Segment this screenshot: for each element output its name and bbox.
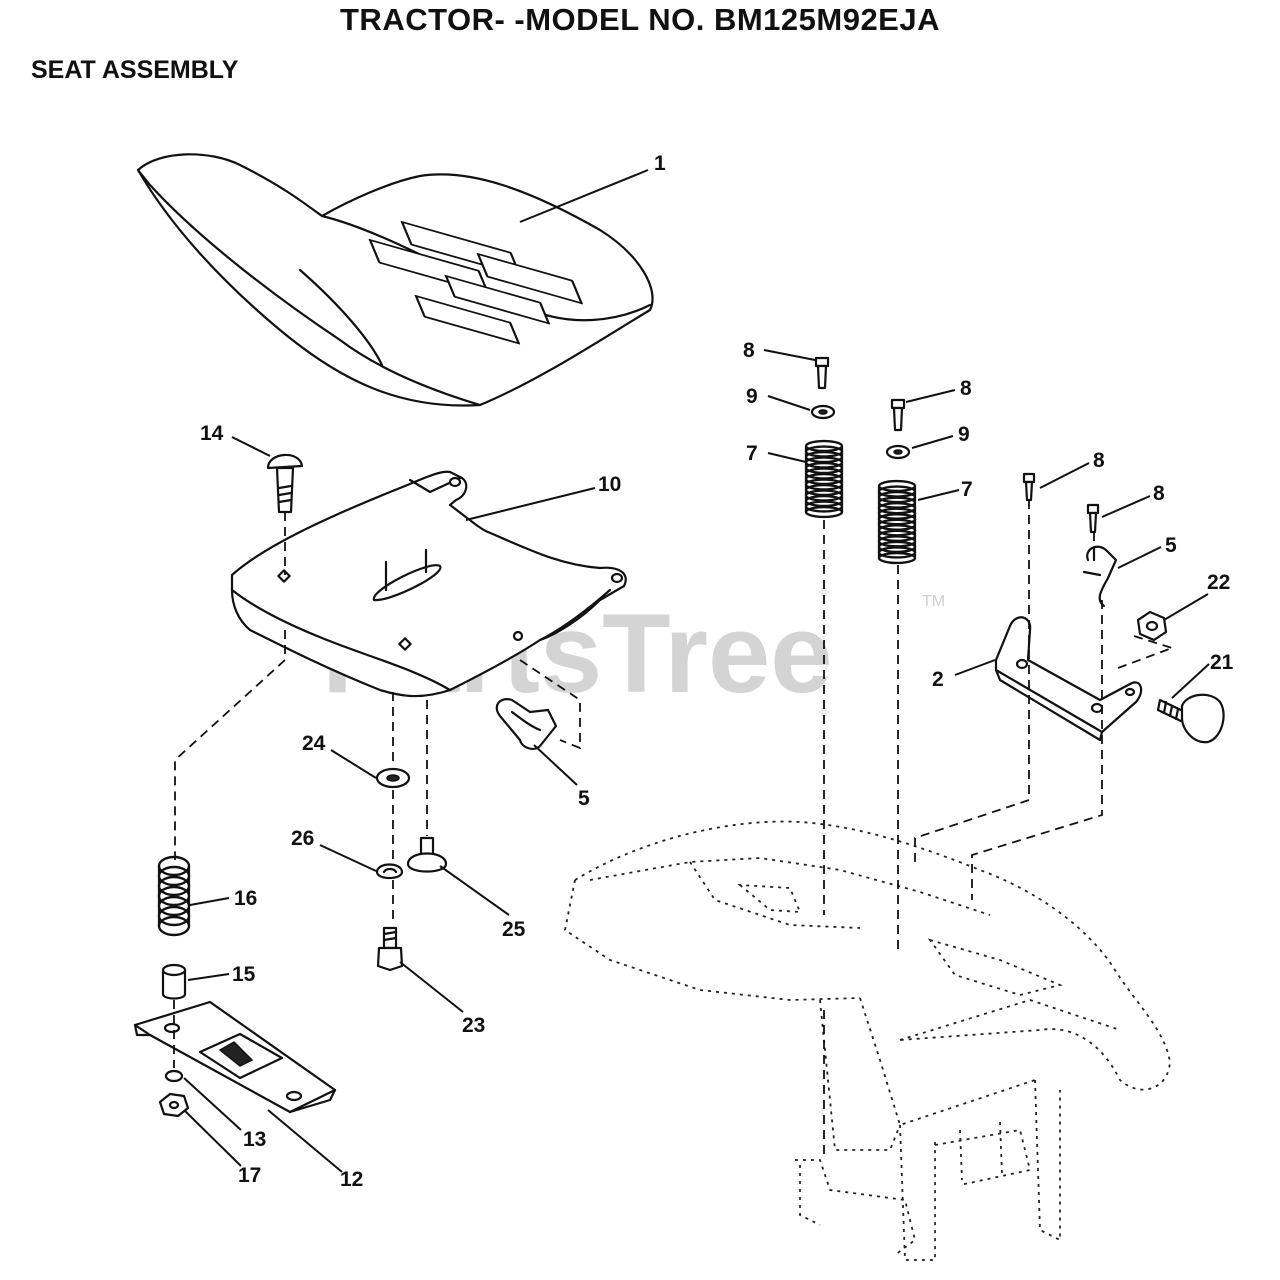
callout-seat-pan: 10 bbox=[598, 473, 621, 496]
callout-flange-nut: 17 bbox=[238, 1164, 261, 1187]
callout-small-spring: 16 bbox=[234, 887, 257, 910]
callout-labels: 1 14 10 8 9 7 8 9 7 8 8 5 22 21 2 24 5 2… bbox=[200, 152, 1234, 1191]
callout-shoulder-bolt: 25 bbox=[502, 918, 526, 941]
leader-lines bbox=[183, 169, 1210, 1173]
spacer-part bbox=[161, 963, 187, 1000]
callout-bolt-a: 8 bbox=[743, 339, 755, 362]
lock-washer-part bbox=[375, 863, 404, 880]
washer-parts bbox=[810, 404, 911, 460]
callout-bolt-d: 8 bbox=[1153, 482, 1165, 505]
callout-knob-bolt: 21 bbox=[1210, 651, 1234, 674]
callout-washer-b: 9 bbox=[958, 423, 970, 446]
shoulder-bolt-part bbox=[406, 836, 448, 873]
seat-pan-part bbox=[230, 470, 627, 698]
seat-part bbox=[136, 153, 654, 407]
coil-spring-right bbox=[877, 479, 917, 565]
callout-lock-washer: 26 bbox=[291, 827, 314, 850]
seat-bracket-part bbox=[994, 616, 1143, 742]
callout-nut: 22 bbox=[1207, 571, 1230, 594]
callout-seat: 1 bbox=[654, 152, 666, 175]
coil-spring-small bbox=[157, 855, 191, 937]
section-title: SEAT ASSEMBLY bbox=[31, 56, 239, 84]
nut-part bbox=[1136, 610, 1168, 642]
callout-clip-right: 5 bbox=[1165, 534, 1177, 557]
callout-small-washer: 13 bbox=[243, 1128, 266, 1151]
spring-parts bbox=[804, 439, 917, 565]
callout-spring-a: 7 bbox=[746, 442, 758, 465]
coil-spring-left bbox=[804, 439, 844, 519]
small-spring-part bbox=[157, 855, 191, 937]
callout-seat-plate: 12 bbox=[340, 1168, 363, 1191]
callout-clip-left: 5 bbox=[578, 787, 590, 810]
tractor-body-outline bbox=[563, 820, 1171, 1261]
carriage-bolt-part bbox=[266, 453, 304, 514]
callout-spring-b: 7 bbox=[961, 478, 973, 501]
knob-bolt-part bbox=[1156, 693, 1225, 744]
watermark-trademark: TM bbox=[922, 593, 945, 610]
callout-flat-washer: 24 bbox=[302, 732, 326, 755]
callout-bolt-b: 8 bbox=[960, 377, 972, 400]
callout-hex-bolt: 23 bbox=[462, 1014, 485, 1037]
callout-washer-a: 9 bbox=[746, 385, 758, 408]
callout-carriage-bolt: 14 bbox=[200, 422, 224, 445]
seat-plate-part bbox=[133, 1000, 337, 1114]
callout-spacer: 15 bbox=[232, 963, 256, 986]
callout-bolt-c: 8 bbox=[1093, 449, 1105, 472]
page-title: TRACTOR- -MODEL NO. BM125M92EJA bbox=[340, 2, 940, 37]
assembly-lines bbox=[173, 500, 1173, 1160]
callout-bracket: 2 bbox=[932, 668, 944, 691]
flat-washer-hole bbox=[386, 774, 400, 782]
bolt-parts bbox=[814, 356, 1100, 534]
small-washer-part bbox=[164, 1069, 184, 1083]
hex-bolt-part bbox=[376, 926, 404, 972]
flange-nut-part bbox=[158, 1092, 190, 1118]
